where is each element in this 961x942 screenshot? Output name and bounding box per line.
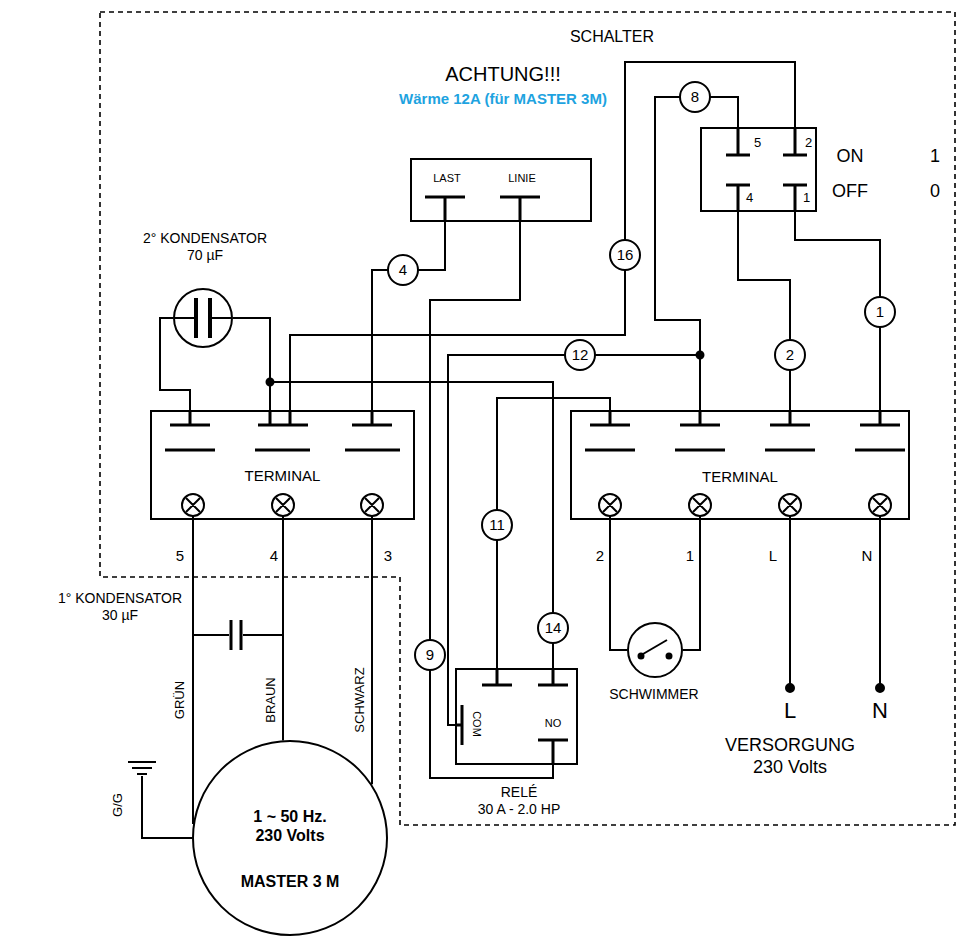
wire-color: GRÜN <box>172 681 188 719</box>
supply-label: 230 Volts <box>753 757 827 779</box>
pin-number: 4 <box>268 547 280 565</box>
warning-heading: ACHTUNG!!! <box>352 62 654 86</box>
wire <box>610 520 627 650</box>
motor-circle: 1 ~ 50 Hz. 230 VoltsMASTER 3 M <box>192 740 388 936</box>
capacitor-symbol: 2° KONDENSATOR 70 µF <box>173 288 233 348</box>
supply-wire <box>790 516 880 688</box>
pin-number: 3 <box>382 547 394 565</box>
pin-number: 4 <box>746 190 758 206</box>
enclosure-outline <box>100 12 955 825</box>
pin-number: 5 <box>754 135 766 151</box>
motor-name: MASTER 3 M <box>194 872 386 891</box>
terminal-title: TERMINAL <box>152 467 413 485</box>
wire-color: BRAUN <box>263 677 279 723</box>
terminal-title: TERMINAL <box>572 468 908 486</box>
supply-terminal-dot <box>786 684 794 692</box>
wire-color: SCHWARZ <box>352 667 368 732</box>
thermal-protector: ACHTUNG!!!Wärme 12A (für MASTER 3M)LASTL… <box>410 158 592 222</box>
wire-number: 11 <box>481 509 513 541</box>
motor-rating: 1 ~ 50 Hz. 230 Volts <box>245 807 335 845</box>
wire <box>243 635 283 740</box>
wire <box>655 97 738 410</box>
wire-number: 9 <box>414 639 446 671</box>
switch-state: 0 <box>930 181 940 203</box>
float-switch-blade <box>643 640 667 654</box>
wire-number: 16 <box>609 239 641 271</box>
wire <box>270 382 553 668</box>
pin-name: COM <box>469 711 482 737</box>
switch-state: OFF <box>832 181 868 203</box>
terminal-name: LINIE <box>492 172 552 185</box>
float-switch-pin <box>639 654 644 659</box>
pin-number: 1 <box>684 547 696 565</box>
pin-number: 5 <box>174 547 186 565</box>
terminal-block: TERMINAL21LN <box>570 410 910 520</box>
relay-contacts <box>455 668 568 765</box>
supply-terminal-dot <box>876 684 884 692</box>
capacitor-plates <box>231 620 241 650</box>
supply-terminal: L <box>784 698 796 724</box>
wire <box>371 520 373 784</box>
capacitor-label: 2° KONDENSATOR 70 µF <box>138 230 272 264</box>
supply-terminal: N <box>872 698 888 724</box>
pin-name: NO <box>538 717 568 730</box>
capacitor-symbol: 1° KONDENSATOR 30 µF <box>229 620 243 650</box>
switch-title: SCHALTER <box>552 27 672 46</box>
symbol-group <box>100 12 955 838</box>
pin-number: 2 <box>805 135 817 151</box>
pin-number: L <box>767 547 779 565</box>
float-switch-pin <box>667 654 672 659</box>
switch-state: ON <box>837 146 864 168</box>
float-switch-label: SCHWIMMER <box>584 686 724 703</box>
relay-title: RELÉ <box>439 784 599 801</box>
wire-number: 2 <box>774 339 806 371</box>
wire <box>290 62 795 410</box>
terminal-contacts <box>585 410 905 450</box>
terminal-contacts <box>165 410 400 450</box>
wire <box>160 318 190 410</box>
pin-number: N <box>860 547 874 565</box>
wire-number: 14 <box>537 612 569 644</box>
capacitor-leads <box>175 317 231 319</box>
switch-contacts <box>726 127 807 212</box>
wire <box>233 318 270 410</box>
wire <box>683 520 700 650</box>
ground-symbol <box>128 762 192 838</box>
capacitor-plates <box>196 298 210 338</box>
relay-box: RELÉ30 A - 2.0 HPCOMNO <box>455 668 578 765</box>
switch-state: 1 <box>930 146 940 168</box>
wire <box>738 212 790 410</box>
supply-label: VERSORGUNG <box>725 735 855 757</box>
thermal-contacts <box>425 197 540 222</box>
wire-number: 4 <box>387 254 419 286</box>
pin-number: 1 <box>803 190 815 206</box>
float-switch: SCHWIMMER <box>627 622 683 678</box>
pin-number: 2 <box>594 547 606 565</box>
wire-number: 8 <box>679 81 711 113</box>
switch-box: SCHALTER5241 <box>700 127 817 212</box>
wire <box>193 635 229 824</box>
wire-number: 12 <box>564 339 596 371</box>
terminal-name: LAST <box>422 172 472 185</box>
capacitor-label: 1° KONDENSATOR 30 µF <box>53 590 187 624</box>
terminal-screws <box>182 494 891 520</box>
ground-label: G/G <box>110 793 126 817</box>
thermal-rating: Wärme 12A (für MASTER 3M) <box>352 90 654 108</box>
wire-number: 1 <box>864 296 896 328</box>
terminal-block: TERMINAL543 <box>150 410 415 520</box>
relay-rating: 30 A - 2.0 HP <box>439 801 599 818</box>
